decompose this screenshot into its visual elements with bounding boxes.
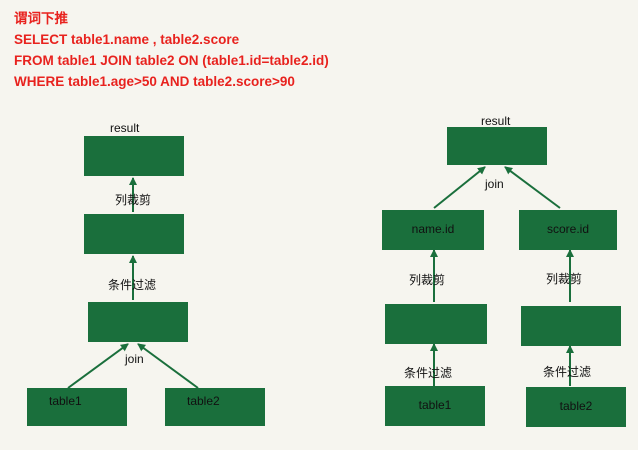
left-prune-node <box>84 214 184 254</box>
sql-select-line: SELECT table1.name , table2.score <box>14 32 240 47</box>
right-table2-label: table2 <box>559 399 593 413</box>
left-result-node <box>84 136 184 176</box>
right-join-label: join <box>485 177 504 191</box>
left-join-label: join <box>125 352 144 366</box>
right-table2-node: table2 <box>526 387 626 427</box>
arrow-right-name-join <box>433 166 486 209</box>
left-result-label: result <box>110 121 140 135</box>
arrow-left-table1-join <box>67 343 129 389</box>
left-table2-node: table2 <box>165 388 265 426</box>
left-table1-label: table1 <box>49 394 82 408</box>
left-filter-label: 条件过滤 <box>108 278 157 292</box>
right-prune-right-label: 列裁剪 <box>546 272 583 286</box>
left-filter-node <box>88 302 188 342</box>
right-result-label: result <box>481 114 511 128</box>
right-score-id-node: score.id <box>519 210 617 250</box>
left-table2-label: table2 <box>187 394 220 408</box>
right-table1-node: table1 <box>385 386 485 426</box>
right-name-id-label: name.id <box>411 222 455 236</box>
arrow-right-score-join <box>504 166 561 209</box>
right-table1-label: table1 <box>418 398 452 412</box>
right-name-id-node: name.id <box>382 210 484 250</box>
right-filter-left-label: 条件过滤 <box>404 366 453 380</box>
right-filter-right-node <box>521 306 621 346</box>
arrow-left-table2-join <box>137 343 199 389</box>
right-filter-right-label: 条件过滤 <box>543 365 592 379</box>
left-table1-node: table1 <box>27 388 127 426</box>
right-filter-left-node <box>385 304 487 344</box>
right-prune-left-label: 列裁剪 <box>409 273 446 287</box>
sql-where-line: WHERE table1.age>50 AND table2.score>90 <box>14 74 295 89</box>
right-result-node <box>447 127 547 165</box>
sql-header: 谓词下推 SELECT table1.name , table2.score F… <box>14 8 329 92</box>
left-prune-label: 列裁剪 <box>115 193 152 207</box>
right-score-id-label: score.id <box>546 222 590 236</box>
header-title: 谓词下推 <box>14 11 68 26</box>
sql-from-line: FROM table1 JOIN table2 ON (table1.id=ta… <box>14 53 329 68</box>
